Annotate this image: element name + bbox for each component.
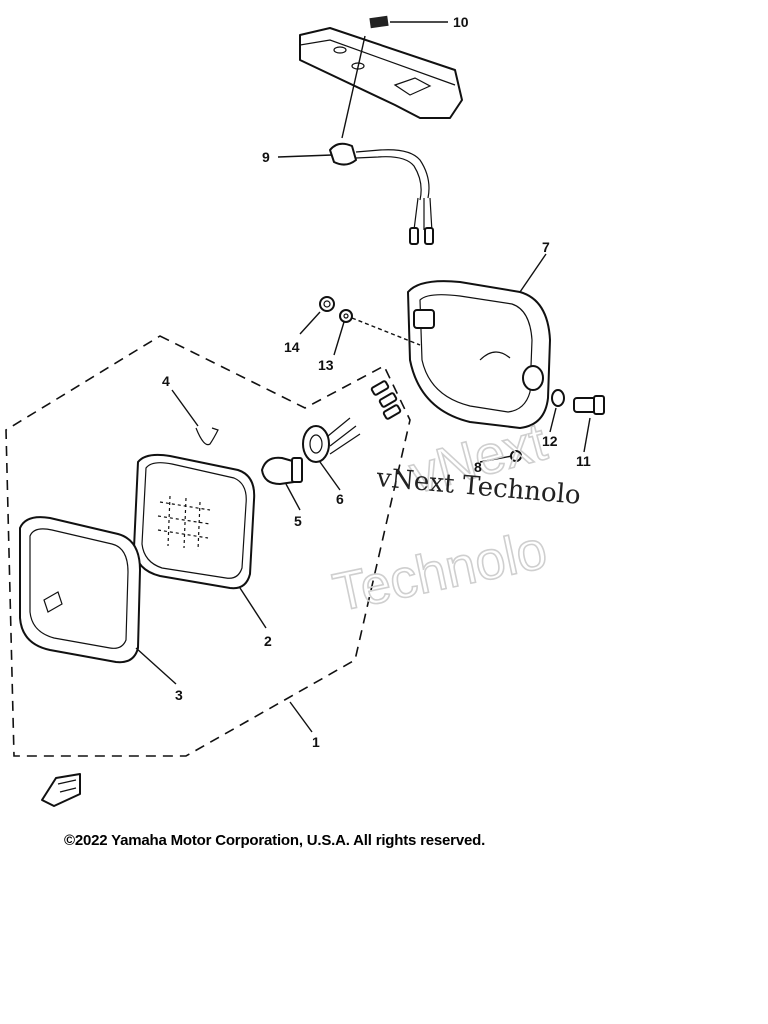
callout-1: 1 — [312, 734, 320, 750]
leader-lines — [135, 21, 591, 733]
callout-5: 5 — [294, 513, 302, 529]
part-6-socket — [302, 380, 402, 463]
callout-14: 14 — [284, 339, 300, 355]
callout-3: 3 — [175, 687, 183, 703]
callout-7: 7 — [542, 239, 550, 255]
callout-4: 4 — [162, 373, 170, 389]
callout-10: 10 — [453, 14, 469, 30]
part-7-headlight-housing — [407, 280, 551, 429]
callout-13: 13 — [318, 357, 334, 373]
copyright-notice: ©2022 Yamaha Motor Corporation, U.S.A. A… — [64, 832, 486, 849]
part-11-bolt — [573, 395, 605, 415]
part-2-lens-unit — [133, 453, 256, 590]
callout-12: 12 — [542, 433, 558, 449]
part-10-mounting-bracket — [299, 15, 463, 119]
part-3-headlight-rim — [19, 516, 141, 664]
part-13-washer — [339, 309, 353, 323]
part-12-washer — [551, 389, 565, 407]
callout-8: 8 — [474, 459, 482, 475]
part-5-bulb — [261, 456, 303, 485]
callout-11: 11 — [576, 453, 591, 469]
part-14-nut — [319, 296, 335, 312]
callout-9: 9 — [262, 149, 270, 165]
bracket-clip-icon — [41, 773, 81, 807]
callout-numbers: 10 9 7 14 13 4 5 6 8 12 11 2 3 1 — [162, 14, 591, 750]
callout-2: 2 — [264, 633, 272, 649]
part-9-bulb-socket-harness — [329, 142, 434, 245]
assembly-1-boundary — [5, 335, 411, 757]
watermark-outline-2: Technolo — [328, 520, 552, 624]
callout-6: 6 — [336, 491, 344, 507]
part-4-spring-clip — [195, 427, 219, 446]
